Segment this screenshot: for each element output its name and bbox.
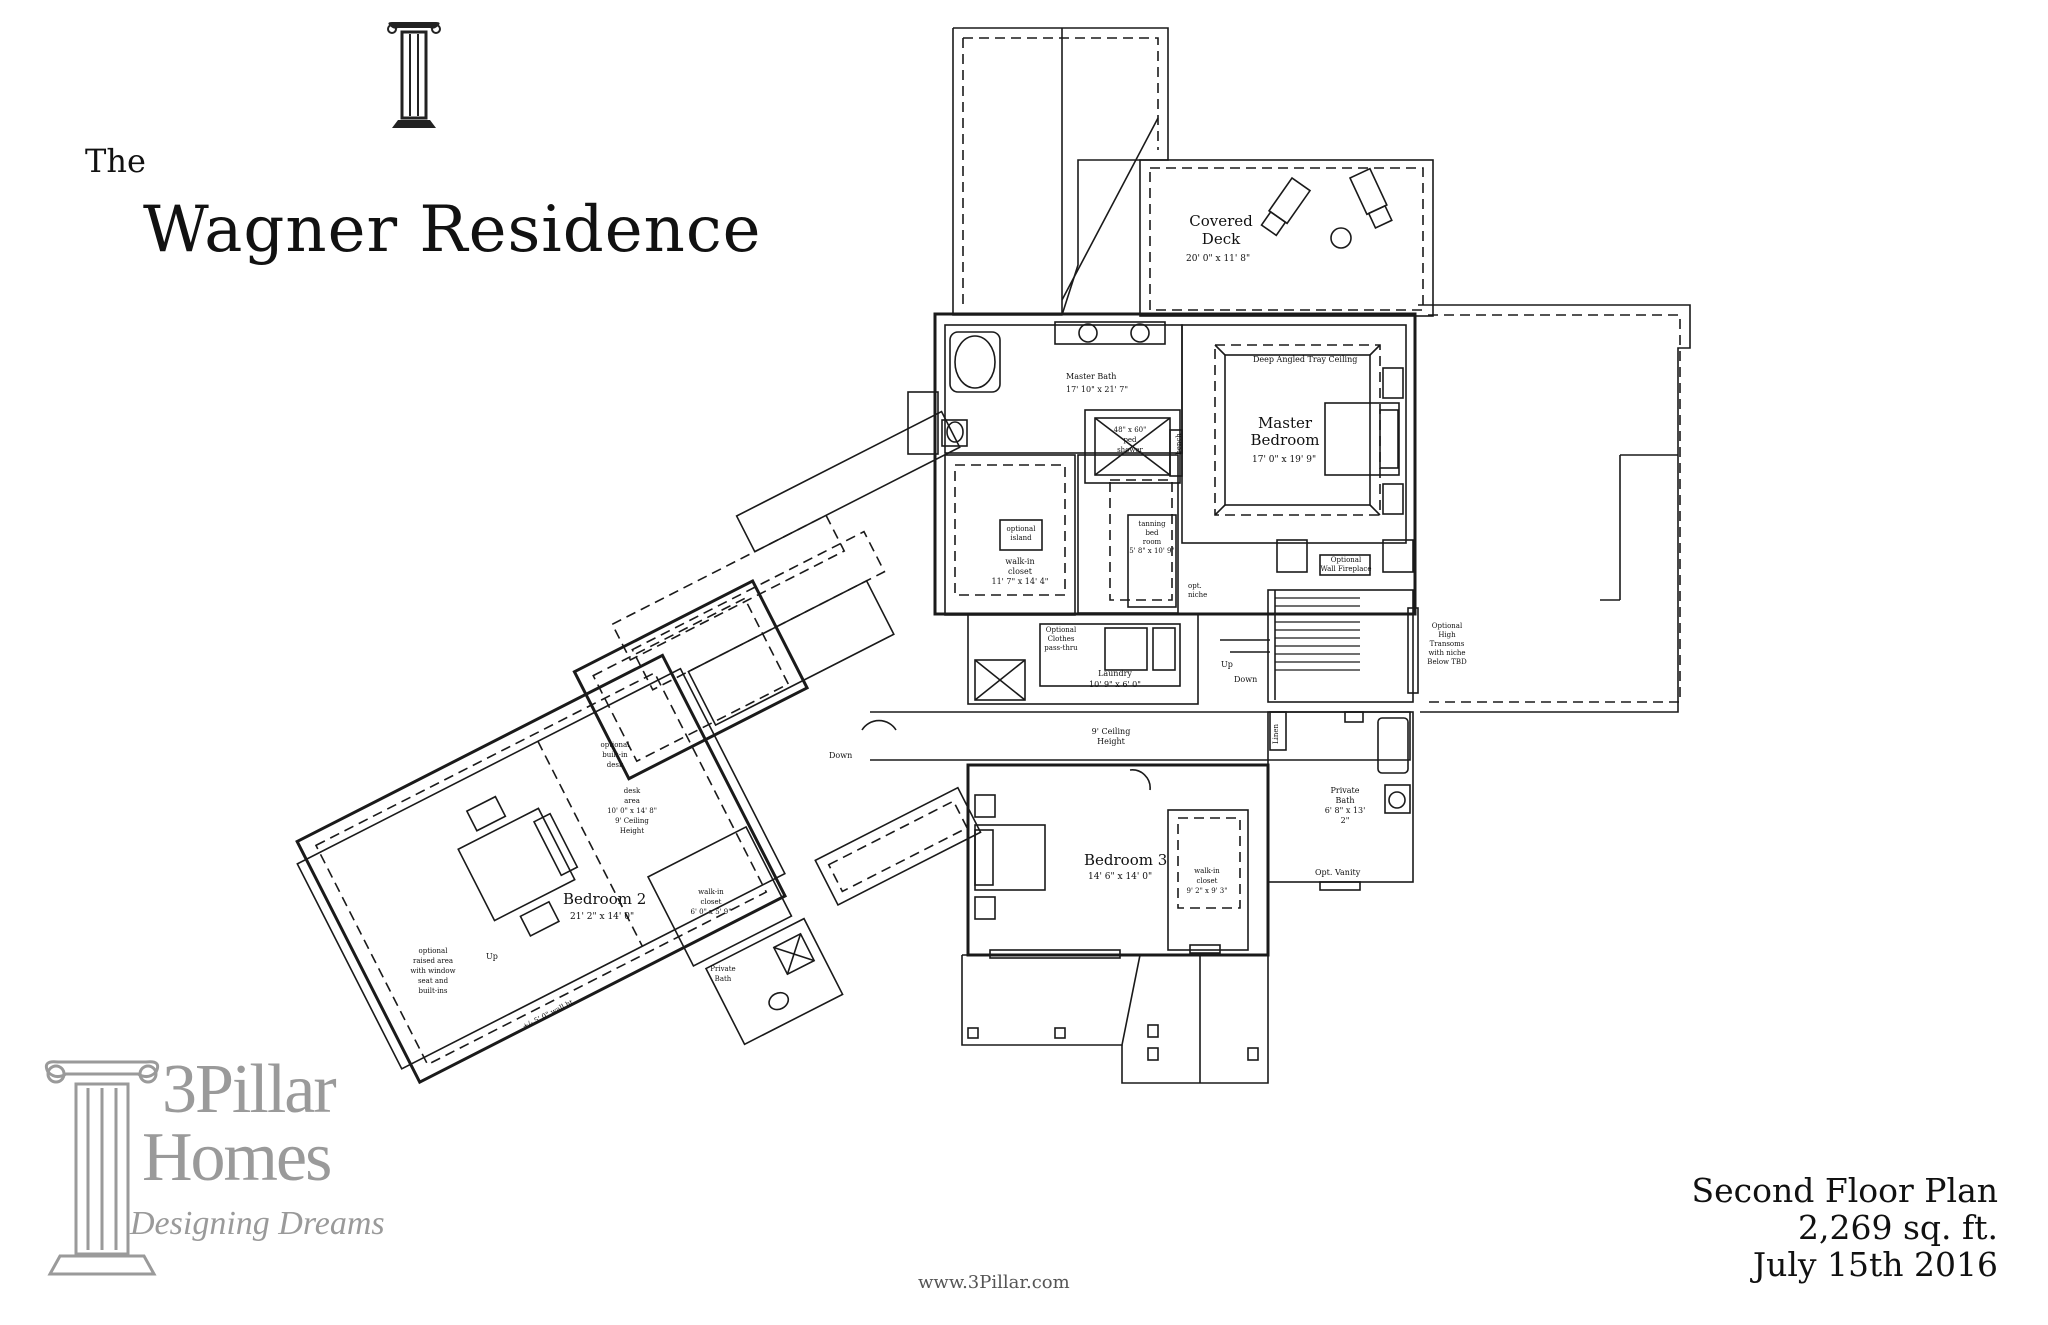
deck-name: Covered Deck bbox=[1189, 212, 1253, 248]
master-bedroom-name: Master Bedroom bbox=[1250, 414, 1320, 449]
linen-label: Linen bbox=[1272, 723, 1281, 745]
bedroom3-size: 14' 6" x 14' 0" bbox=[1088, 872, 1153, 882]
plan-info: Second Floor Plan 2,269 sq. ft. July 15t… bbox=[1692, 1172, 1999, 1283]
bedroom3-name: Bedroom 3 bbox=[1084, 851, 1168, 869]
tray-ceiling-label: Deep Angled Tray Ceiling bbox=[1253, 355, 1358, 364]
pillar-icon bbox=[387, 22, 441, 128]
shower-label: 48" x 60" ped shower bbox=[1113, 426, 1147, 454]
master-bedroom-size: 17' 0" x 19' 9" bbox=[1252, 455, 1317, 465]
private-bath-2-label: Private Bath bbox=[710, 965, 736, 983]
laundry-label: Laundry 10' 9" x 6' 0" bbox=[1089, 669, 1141, 689]
island-label: optional island bbox=[1006, 525, 1036, 542]
bedroom2-size: 21' 2" x 14' 0" bbox=[570, 912, 635, 922]
website-link[interactable]: www.3Pillar.com bbox=[918, 1272, 1070, 1293]
desk-area-label-2: desk area 10' 0" x 14' 8" 9' Ceiling Hei… bbox=[607, 787, 657, 835]
walkin-3-label: walk-in closet 9' 2" x 9' 3" bbox=[1186, 867, 1228, 895]
hall-label: 9' Ceiling Height bbox=[1091, 727, 1131, 746]
title-prefix: The bbox=[85, 142, 146, 180]
bedroom2-name: Bedroom 2 bbox=[563, 890, 647, 908]
deck-size: 20' 0" x 11' 8" bbox=[1186, 254, 1251, 264]
opt-vanity-label: Opt. Vanity bbox=[1315, 868, 1361, 877]
private-bath-3-label: Private Bath 6' 8" x 13' 2" bbox=[1324, 786, 1366, 825]
brand-line1: 3Pillar bbox=[162, 1051, 337, 1128]
brand-pillar-icon bbox=[44, 1060, 160, 1276]
raised-area-label: optional raised area with window seat an… bbox=[410, 947, 456, 995]
page-title: Wagner Residence bbox=[143, 193, 762, 267]
hall-down-label: Down bbox=[829, 751, 853, 760]
walkin-2-label: walk-in closet 6' 0" x 5' 9" bbox=[690, 888, 732, 916]
plan-area: 2,269 sq. ft. bbox=[1798, 1208, 1998, 1247]
wall-height-label: +/- 5' 0" wall ht. bbox=[521, 997, 577, 1031]
stair-down-label: Down bbox=[1234, 675, 1258, 684]
up2-label: Up bbox=[486, 952, 498, 961]
desk-area-label: optional built-in desk bbox=[600, 741, 630, 769]
plan-date: July 15th 2016 bbox=[1752, 1245, 1998, 1284]
bench-label: bench bbox=[1174, 433, 1183, 455]
transoms-label: Optional High Transoms with niche Below … bbox=[1427, 622, 1467, 666]
master-bath-size: 17' 10" x 21' 7" bbox=[1066, 385, 1129, 394]
brand-tagline: Designing Dreams bbox=[130, 1205, 385, 1242]
stair-up-label: Up bbox=[1221, 660, 1233, 669]
master-bath-name: Master Bath bbox=[1066, 372, 1117, 381]
brand-line2: Homes bbox=[142, 1119, 332, 1196]
walkin-closet-label: walk-in closet 11' 7" x 14' 4" bbox=[991, 557, 1049, 586]
clothes-pass-label: Optional Clothes pass-thru bbox=[1044, 626, 1078, 652]
tanning-label: tanning bed room 5' 8" x 10' 9" bbox=[1129, 520, 1175, 555]
niche-label: opt. niche bbox=[1188, 582, 1208, 599]
plan-name: Second Floor Plan bbox=[1691, 1171, 1999, 1210]
fireplace-label: Optional Wall Fireplace bbox=[1320, 556, 1372, 573]
